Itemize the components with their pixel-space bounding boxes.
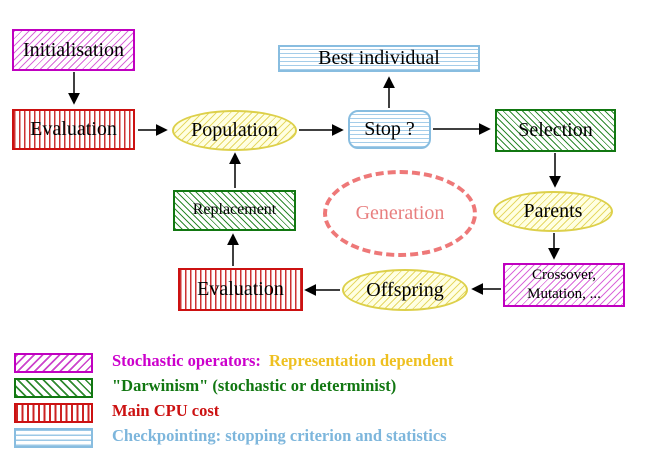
node-selection: Selection [495, 109, 616, 152]
crossover-label: Crossover, Mutation, ... [527, 267, 601, 302]
legend-label-cpu-cost: Main CPU cost [112, 401, 220, 420]
node-population: Population [172, 110, 297, 151]
node-crossover-mutation: Crossover, Mutation, ... [503, 263, 625, 307]
node-parents: Parents [493, 191, 613, 232]
legend-swatch-magenta-hatch [14, 353, 93, 373]
node-stop: Stop ? [348, 110, 431, 149]
node-best-individual: Best individual [278, 45, 480, 72]
node-initialisation: Initialisation [12, 29, 135, 71]
legend-swatch-red-stripes [14, 403, 93, 423]
legend-label-checkpointing: Checkpointing: stopping criterion and st… [112, 426, 447, 445]
legend-label-representation: Representation dependent [268, 351, 454, 370]
node-replacement: Replacement [173, 190, 296, 231]
legend-label-darwinism: "Darwinism" (stochastic or determinist) [112, 376, 397, 395]
node-offspring: Offspring [342, 269, 468, 311]
legend-swatch-cyan-stripes [14, 428, 93, 448]
node-evaluation-top: Evaluation [12, 109, 135, 150]
legend-label-stochastic: Stochastic operators: Representation depe… [112, 351, 453, 371]
legend-label-stochastic-title: Stochastic operators: [112, 351, 261, 370]
legend-swatch-green-hatch [14, 378, 93, 398]
node-generation: Generation [323, 170, 477, 257]
node-evaluation-bottom: Evaluation [178, 268, 303, 311]
